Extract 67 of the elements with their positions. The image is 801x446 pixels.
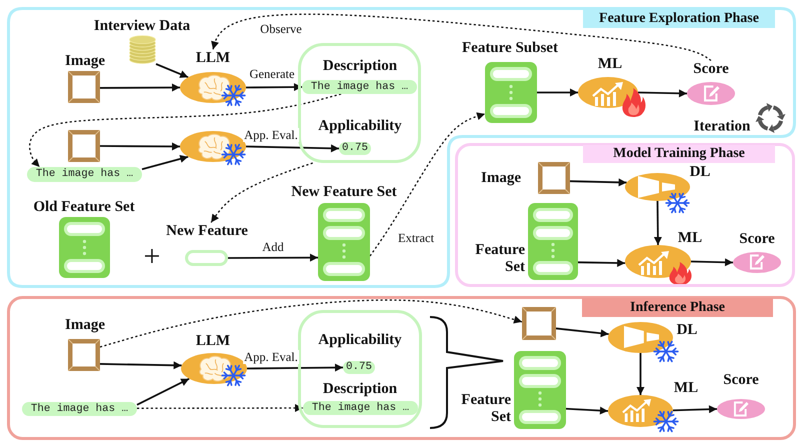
node-title: DL	[690, 164, 710, 180]
node-title: Image	[65, 52, 105, 70]
arrow	[566, 406, 608, 415]
dotted-arrow	[29, 93, 342, 168]
text-chip: The image has …	[303, 401, 418, 415]
arrow	[142, 154, 188, 170]
arrow	[570, 178, 627, 186]
arrow	[690, 258, 734, 266]
phase-title: Inference Phase	[582, 298, 773, 317]
node-title: ML	[678, 230, 702, 246]
node-title: Score	[739, 230, 775, 248]
edge-label: App. Eval.	[243, 128, 299, 142]
node-title: New Feature	[166, 222, 248, 240]
dotted-arrow	[137, 404, 303, 412]
loop-label: Iteration	[694, 118, 750, 136]
arrow	[537, 88, 578, 96]
node-title: Old Feature Set	[33, 198, 135, 216]
node-title: Image	[65, 316, 105, 334]
edge-label: App. Eval.	[243, 350, 299, 364]
dotted-arrow	[210, 162, 313, 223]
edge-label: Extract	[396, 231, 436, 245]
text-chip: 0.75	[338, 142, 371, 155]
text-chip: The image has …	[22, 402, 137, 416]
node-title: Description	[322, 58, 398, 74]
arrow	[578, 259, 626, 267]
arrow	[672, 405, 718, 414]
text-chip: The image has …	[27, 167, 142, 182]
node-title: ML	[598, 56, 622, 72]
text-chip: The image has …	[302, 80, 417, 94]
arrow	[100, 142, 180, 150]
arrow	[636, 353, 644, 395]
arrow	[556, 328, 609, 338]
arrow	[246, 83, 302, 92]
node-title: Applicability	[318, 118, 402, 134]
arrow	[638, 89, 688, 98]
dotted-arrow	[211, 14, 712, 62]
arrow	[228, 254, 318, 262]
arrow	[100, 361, 182, 370]
arrow	[246, 144, 340, 152]
dotted-arrow	[100, 299, 522, 348]
node-title: Description	[322, 380, 398, 398]
node-title: Interview Data	[94, 18, 190, 34]
edge-label: Observe	[259, 22, 303, 36]
plus-sign: +	[144, 245, 160, 269]
edge-label: Generate	[248, 67, 296, 81]
node-title: Applicability	[318, 332, 402, 348]
node-title: Feature Subset	[462, 40, 558, 56]
arrow	[247, 364, 343, 372]
node-title: Score	[723, 372, 759, 388]
arrow	[654, 201, 662, 245]
arrow	[100, 84, 180, 92]
node-title: LLM	[196, 50, 230, 66]
node-title: ML	[674, 380, 698, 396]
edge-label: Add	[261, 240, 285, 254]
phase-title: Feature Exploration Phase	[583, 10, 775, 28]
node-title: DL	[676, 322, 698, 338]
node-title: Feature Set	[474, 242, 525, 276]
node-title: Feature Set	[460, 392, 511, 426]
dotted-arrow	[369, 112, 486, 256]
text-chip: 0.75	[342, 361, 375, 374]
node-title: New Feature Set	[291, 184, 397, 200]
node-title: Image	[481, 170, 521, 186]
arrow	[136, 378, 190, 406]
node-title: LLM	[196, 332, 230, 350]
arrow	[156, 63, 188, 78]
node-title: Score	[693, 60, 729, 78]
phase-title: Model Training Phase	[583, 145, 775, 163]
